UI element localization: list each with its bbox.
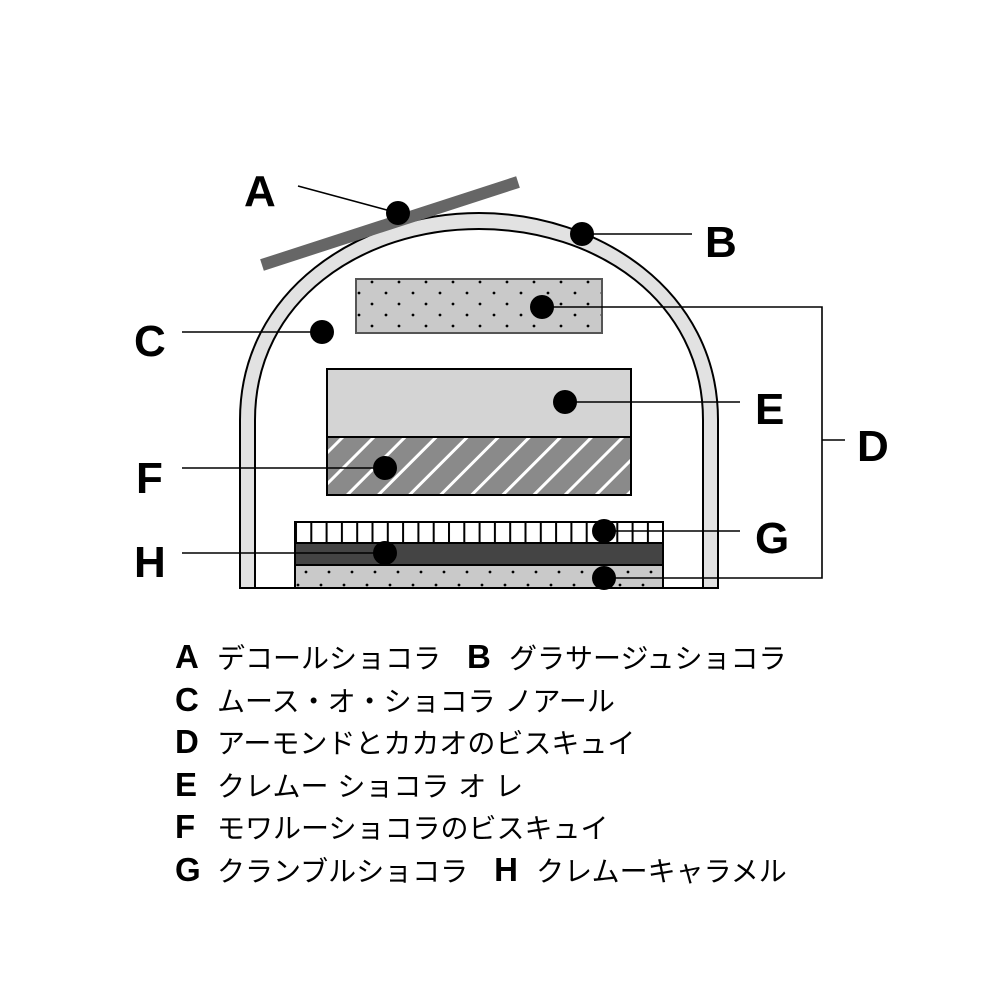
legend-key: A [175,638,199,676]
legend-key: D [175,723,199,761]
label-b: B [705,218,737,267]
legend-row: D アーモンドとカカオのビスキュイ [175,721,813,764]
legend-key: F [175,808,196,846]
legend-key: G [175,850,201,888]
marker-a [386,201,410,225]
marker-c [310,320,334,344]
marker-f [373,456,397,480]
legend-key: E [175,765,198,803]
cremeux-chocolat-layer [326,368,632,438]
leader-lines [182,185,845,579]
label-f: F [136,454,163,503]
label-a: A [244,167,276,216]
legend-name: クランブルショコラ [217,854,469,888]
legend-row: G クランブルショコラ H クレムーキャラメル [175,849,813,892]
decor-bar [260,176,520,271]
marker-d-bottom [592,566,616,590]
legend-key: H [494,850,519,888]
legend-key: C [175,680,199,718]
label-d: D [857,422,889,471]
legend-name: ムース・オ・ショコラ ノアール [217,684,615,718]
marker-d-top [530,295,554,319]
legend-name: デコールショコラ [217,642,442,676]
legend-row: F モワルーショコラのビスキュイ [175,806,813,849]
marker-g [592,519,616,543]
marker-b [570,222,594,246]
marker-e [553,390,577,414]
legend-row: C ムース・オ・ショコラ ノアール [175,679,813,722]
label-h: H [134,538,166,587]
label-g: G [755,514,789,563]
legend: A デコールショコラ B グラサージュショコラ C ムース・オ・ショコラ ノアー… [175,636,813,891]
biscuit-bottom-layer [294,564,664,589]
moelleux-layer [326,436,632,496]
legend-name: モワルーショコラのビスキュイ [217,812,609,846]
caramel-layer [294,542,664,566]
legend-name: クレムーキャラメル [536,854,787,888]
legend-name: グラサージュショコラ [509,642,787,676]
label-c: C [134,317,166,366]
marker-h [373,541,397,565]
legend-name: クレムー ショコラ オ レ [217,769,524,803]
biscuit-top-layer [355,278,603,334]
legend-name: アーモンドとカカオのビスキュイ [217,727,636,761]
legend-row: E クレムー ショコラ オ レ [175,764,813,807]
legend-key: B [467,638,491,676]
label-e: E [755,385,784,434]
legend-row: A デコールショコラ B グラサージュショコラ [175,636,813,679]
